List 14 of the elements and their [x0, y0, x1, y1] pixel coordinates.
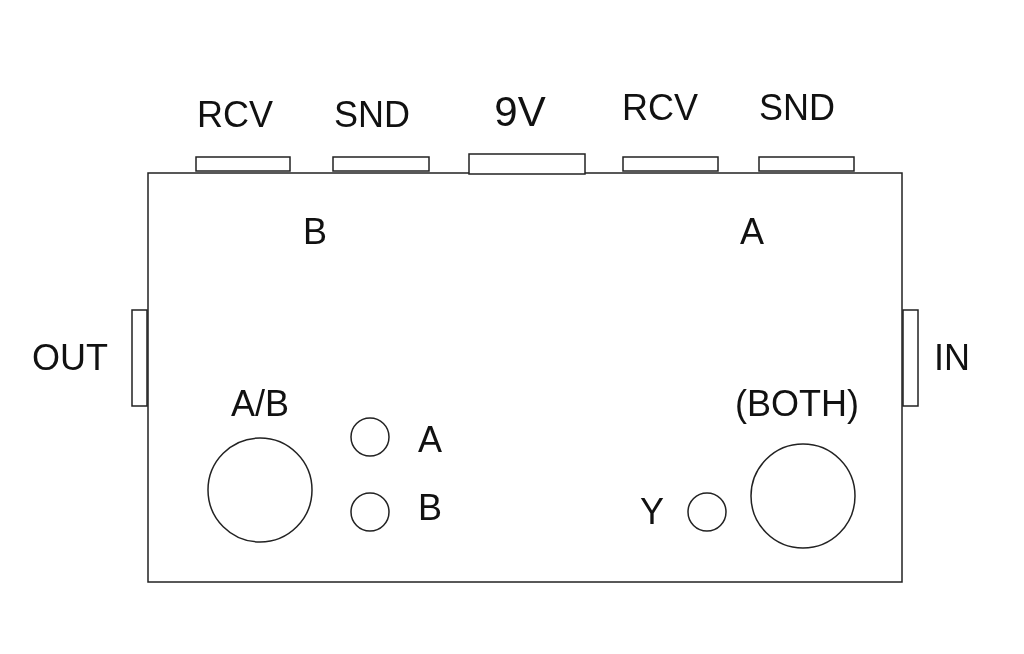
jack-label: SND	[759, 90, 835, 126]
jack-label: RCV	[197, 97, 273, 133]
channel-label: A	[740, 214, 764, 250]
control-label: B	[418, 490, 442, 526]
jack-label: 9V	[494, 91, 546, 133]
jack-label: IN	[934, 340, 970, 376]
channel-label: B	[303, 214, 327, 250]
control-label: A/B	[231, 386, 289, 422]
jack-label: OUT	[32, 340, 108, 376]
jack-label: SND	[334, 97, 410, 133]
jack-label: RCV	[622, 90, 698, 126]
control-label: A	[418, 422, 442, 458]
control-label: Y	[640, 494, 664, 530]
control-label: (BOTH)	[735, 386, 859, 422]
